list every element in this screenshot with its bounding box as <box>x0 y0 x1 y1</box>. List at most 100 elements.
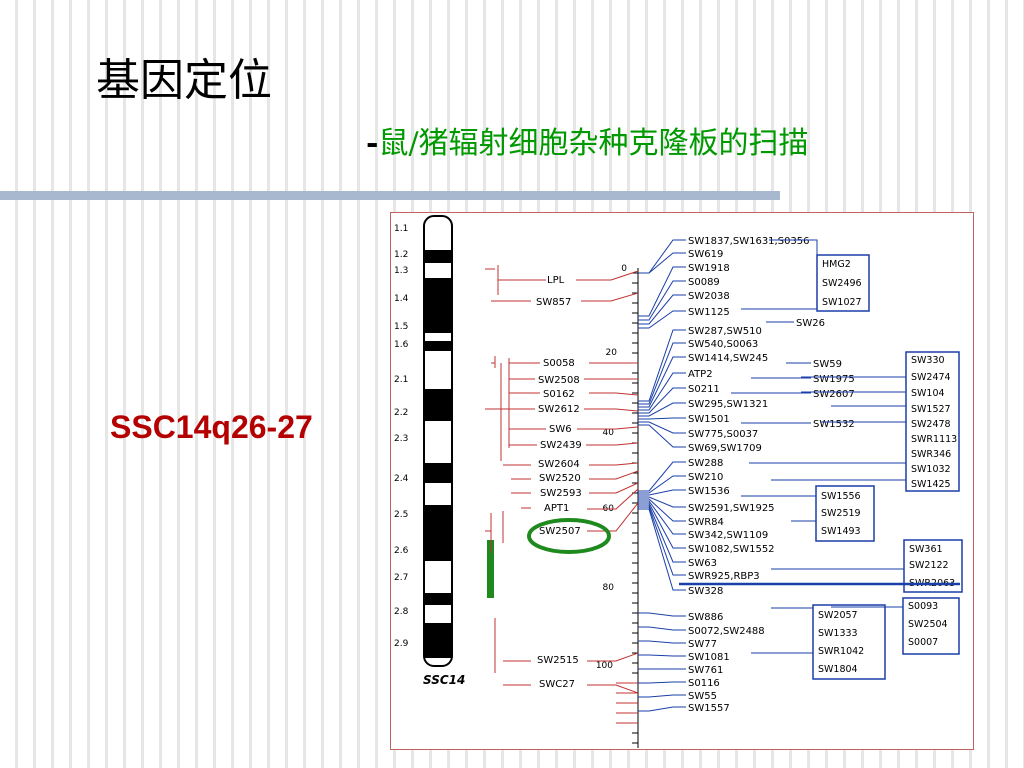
right-connector <box>638 706 686 712</box>
right-connector <box>638 475 686 494</box>
right-connector <box>638 694 686 698</box>
band-label: 1.2 <box>394 250 408 260</box>
right-connector <box>638 461 686 492</box>
box-marker-label: SW2496 <box>822 278 862 289</box>
right-connector <box>638 626 686 631</box>
right-marker-label: ATP2 <box>688 369 713 380</box>
chromosome-band-dark <box>425 278 451 333</box>
right-connector <box>638 294 686 325</box>
box-marker-label: HMG2 <box>822 259 851 270</box>
left-connector <box>587 684 639 694</box>
right-marker-label: S0089 <box>688 277 720 288</box>
band-label: 2.7 <box>394 573 408 583</box>
marker-box <box>815 485 875 542</box>
right-marker-label: SW540,S0063 <box>688 339 758 350</box>
right-marker-label: SW288 <box>688 458 723 469</box>
right-connector <box>638 342 686 405</box>
right-marker-label: S0072,SW2488 <box>688 626 765 637</box>
box-marker-label: SW1027 <box>822 297 862 308</box>
right-connector <box>638 504 686 563</box>
box-marker-label: SW1493 <box>821 526 861 537</box>
box-marker-label: SW1333 <box>818 628 858 639</box>
right-connector <box>638 252 686 274</box>
right-connector <box>638 424 686 448</box>
chromosome-band-dark <box>425 505 451 561</box>
box-marker-label: SW2474 <box>911 372 951 383</box>
right-connector <box>638 387 686 414</box>
box-marker-label: SW2478 <box>911 419 951 430</box>
right-connector <box>638 329 686 402</box>
left-marker-label: LPL <box>547 275 565 286</box>
right-marker-label: SW55 <box>688 691 717 702</box>
band-label: 2.3 <box>394 434 408 444</box>
right-marker-label: SW1501 <box>688 414 730 425</box>
left-connector <box>589 470 639 480</box>
right-marker-label: S0211 <box>688 384 720 395</box>
chromosome-band-dark <box>425 623 451 658</box>
chromosome-band-dark <box>425 250 451 263</box>
box-marker-label: SW1804 <box>818 664 858 675</box>
right-connector <box>638 612 686 617</box>
right-marker-label: SW295,SW1321 <box>688 399 768 410</box>
right-marker-label: SW1557 <box>688 703 730 714</box>
left-marker-label: SWC27 <box>539 679 575 690</box>
right-connector <box>638 266 686 317</box>
right-marker-label: SW1125 <box>688 307 730 318</box>
band-label: 2.2 <box>394 408 408 418</box>
slide-title: 基因定位 <box>96 55 272 106</box>
left-connector <box>587 652 639 662</box>
locus-label: SSC14q26-27 <box>110 409 313 445</box>
ruler-label: 40 <box>603 428 615 438</box>
right-connector <box>638 402 686 417</box>
left-marker-label: SW2593 <box>540 488 582 499</box>
map-canvas: 1.11.21.31.41.51.62.12.22.32.42.52.62.72… <box>394 215 963 748</box>
side-marker-label: SW1532 <box>813 419 855 430</box>
right-marker-label: SW69,SW1709 <box>688 443 762 454</box>
right-connector <box>638 496 686 508</box>
right-connector <box>638 239 686 274</box>
right-marker-label: SW77 <box>688 639 717 650</box>
ruler-label: 0 <box>621 264 627 274</box>
left-marker-label: SW2520 <box>539 473 581 484</box>
right-connector <box>638 502 686 549</box>
chromosome-label: SSC14 <box>423 673 465 687</box>
right-connector <box>638 417 686 420</box>
right-connector <box>638 421 686 434</box>
left-marker-label: APT1 <box>544 503 569 514</box>
right-marker-label: SW1414,SW245 <box>688 353 768 364</box>
left-marker-label: SW6 <box>549 424 572 435</box>
band-label: 2.8 <box>394 607 409 617</box>
chromosome-band-dark <box>425 389 451 421</box>
right-connector <box>638 681 686 684</box>
left-connector <box>581 292 639 302</box>
box-marker-label: SW2057 <box>818 610 858 621</box>
marker-box <box>905 351 960 492</box>
right-marker-label: SWR925,RBP3 <box>688 571 760 582</box>
slide-subtitle: -鼠/猪辐射细胞杂种克隆板的扫描 <box>366 118 809 162</box>
box-marker-label: SWR1113 <box>911 434 957 445</box>
right-marker-label: SW1081 <box>688 652 730 663</box>
band-label: 2.6 <box>394 546 409 556</box>
band-label: 2.1 <box>394 375 408 385</box>
ruler-label: 100 <box>596 661 613 671</box>
left-connector <box>586 442 639 446</box>
left-connector <box>577 426 639 430</box>
right-connector <box>638 356 686 408</box>
left-marker-label: SW2507 <box>539 526 581 537</box>
box-marker-label: SW1527 <box>911 404 951 415</box>
right-connector <box>638 498 686 522</box>
box-marker-label: S0093 <box>908 601 938 612</box>
left-connector <box>589 482 639 494</box>
right-marker-label: SW210 <box>688 472 723 483</box>
box-marker-label: SW1032 <box>911 464 951 475</box>
right-marker-label: SW2591,SW1925 <box>688 503 775 514</box>
right-connector <box>638 508 686 591</box>
box-marker-label: SW104 <box>911 388 945 399</box>
right-connector <box>638 506 686 576</box>
band-label: 1.3 <box>394 266 408 276</box>
subtitle-dash: - <box>366 126 379 161</box>
right-connector <box>638 654 686 657</box>
box-marker-label: SW1556 <box>821 491 861 502</box>
band-label: 1.1 <box>394 224 408 234</box>
title-divider <box>0 191 780 200</box>
